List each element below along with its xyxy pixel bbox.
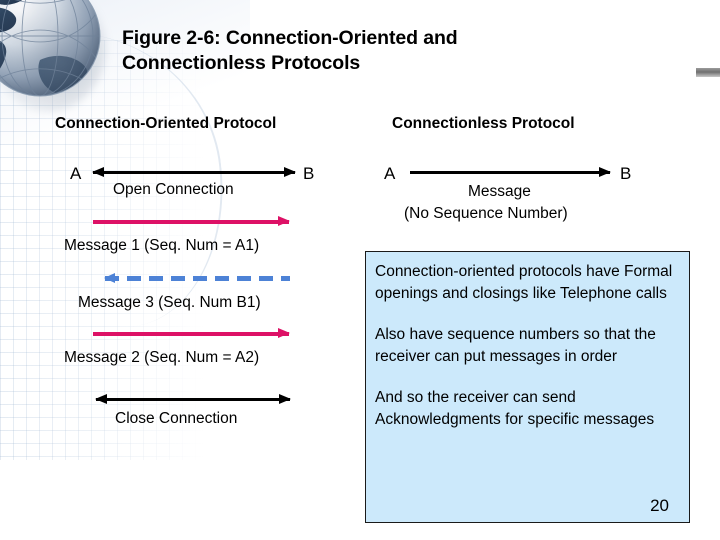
arrow-shaft: [410, 171, 610, 174]
explanation-note-box: Connection-oriented protocols have Forma…: [365, 251, 690, 523]
message-2-caption: Message 2 (Seq. Num = A2): [64, 349, 260, 366]
message-1-caption: Message 1 (Seq. Num = A1): [64, 237, 260, 254]
left-endpoint-a-label: A: [70, 164, 82, 183]
message-3-caption: Message 3 (Seq. Num B1): [78, 294, 261, 311]
globe-graphic: [0, 0, 117, 114]
page-number: 20: [650, 496, 669, 515]
left-endpoint-b-label: B: [303, 164, 315, 183]
arrow-head-right-icon: [279, 394, 291, 404]
arrow-shaft: [105, 276, 290, 281]
close-connection-caption: Close Connection: [115, 410, 238, 427]
arrow-head-right-icon: [278, 328, 290, 338]
arrow-head-left-icon: [104, 273, 115, 283]
arrow-shaft: [96, 398, 290, 401]
globe-shadow: [0, 0, 106, 112]
arrow-head-left-icon: [92, 167, 104, 177]
connectionless-no-seq-caption: (No Sequence Number): [404, 205, 568, 222]
right-endpoint-a-label: A: [384, 164, 396, 183]
arrow-head-right-icon: [278, 216, 290, 226]
note-paragraph-3: And so the receiver can send Acknowledgm…: [375, 389, 655, 428]
note-paragraph-2: Also have sequence numbers so that the r…: [375, 326, 656, 365]
arrow-head-right-icon: [599, 167, 611, 177]
arrow-shaft: [93, 171, 295, 174]
page-title-line-1: Figure 2-6: Connection-Oriented and: [122, 27, 458, 49]
right-column-heading: Connectionless Protocol: [392, 115, 575, 132]
connectionless-message-caption: Message: [468, 183, 531, 200]
page-title: Figure 2-6: Connection-Oriented and Conn…: [122, 26, 642, 76]
arrow-head-left-icon: [95, 394, 107, 404]
left-column-heading: Connection-Oriented Protocol: [55, 115, 277, 132]
right-endpoint-b-label: B: [620, 164, 632, 183]
open-connection-caption: Open Connection: [113, 181, 234, 198]
right-edge-accent-bar: [696, 68, 720, 77]
arrow-shaft: [93, 220, 289, 224]
globe-icon: [0, 0, 101, 97]
note-paragraph-1: Connection-oriented protocols have Forma…: [375, 263, 673, 302]
page-title-line-2: Connectionless Protocols: [122, 52, 361, 74]
arrow-shaft: [93, 332, 289, 336]
arrow-head-right-icon: [284, 167, 296, 177]
